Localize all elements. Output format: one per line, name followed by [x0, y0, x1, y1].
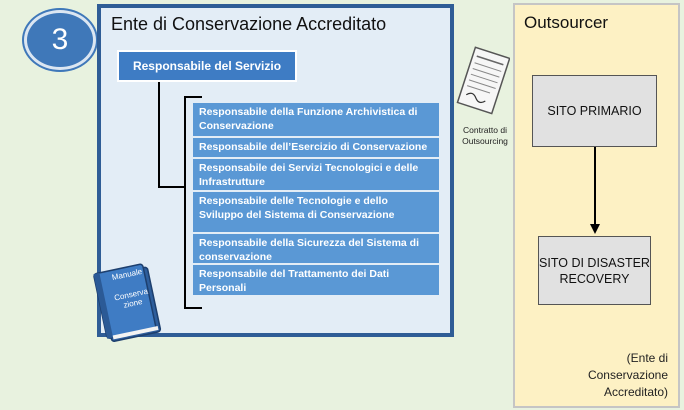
arrow-line [594, 147, 596, 225]
role-tecnologie-sviluppo: Responsabile delle Tecnologie e dello Sv… [193, 192, 439, 234]
step-number-badge: 3 [24, 10, 96, 70]
role-archivistica: Responsabile della Funzione Archivistica… [193, 103, 439, 138]
bracket-vertical [184, 96, 186, 308]
outsourcer-note-line2: Conservazione [587, 368, 668, 382]
outsourcer-panel: Outsourcer SITO PRIMARIO SITO DI DISASTE… [513, 3, 680, 408]
manual-book-icon [93, 263, 162, 342]
disaster-recovery-site-box: SITO DI DISASTER RECOVERY [538, 236, 651, 305]
role-sicurezza: Responsabile della Sicurezza del Sistema… [193, 234, 439, 265]
contract-label: Contratto di Outsourcing [456, 125, 514, 147]
ente-title: Ente di Conservazione Accreditato [111, 14, 387, 34]
responsabile-servizio-box: Responsabile del Servizio [119, 52, 295, 80]
ente-conservazione-box: Ente di Conservazione Accreditato Respon… [97, 4, 454, 337]
contract-label-line1: Contratto di [463, 125, 507, 135]
role-trattamento-dati: Responsabile del Trattamento dei Dati Pe… [193, 265, 439, 297]
bracket-top [184, 96, 202, 98]
outsourcer-note: (Ente di Conservazione Accreditato) [588, 350, 668, 401]
connector-horizontal-head [158, 186, 184, 188]
arrow-head-icon [590, 224, 600, 234]
roles-list: Responsabile della Funzione Archivistica… [193, 103, 439, 297]
outsourcer-note-line1: (Ente di [626, 351, 668, 365]
connector-vertical-head [158, 82, 160, 187]
outsourcer-note-line3: Accreditato) [603, 385, 668, 399]
role-servizi-tecnologici: Responsabile dei Servizi Tecnologici e d… [193, 159, 439, 192]
contract-label-line2: Outsourcing [462, 136, 508, 146]
outsourcer-title: Outsourcer [524, 13, 609, 32]
contract-document-icon [456, 46, 510, 115]
primary-site-box: SITO PRIMARIO [532, 75, 657, 147]
role-esercizio: Responsabile dell’Esercizio di Conservaz… [193, 138, 439, 159]
bracket-bottom [184, 307, 202, 309]
